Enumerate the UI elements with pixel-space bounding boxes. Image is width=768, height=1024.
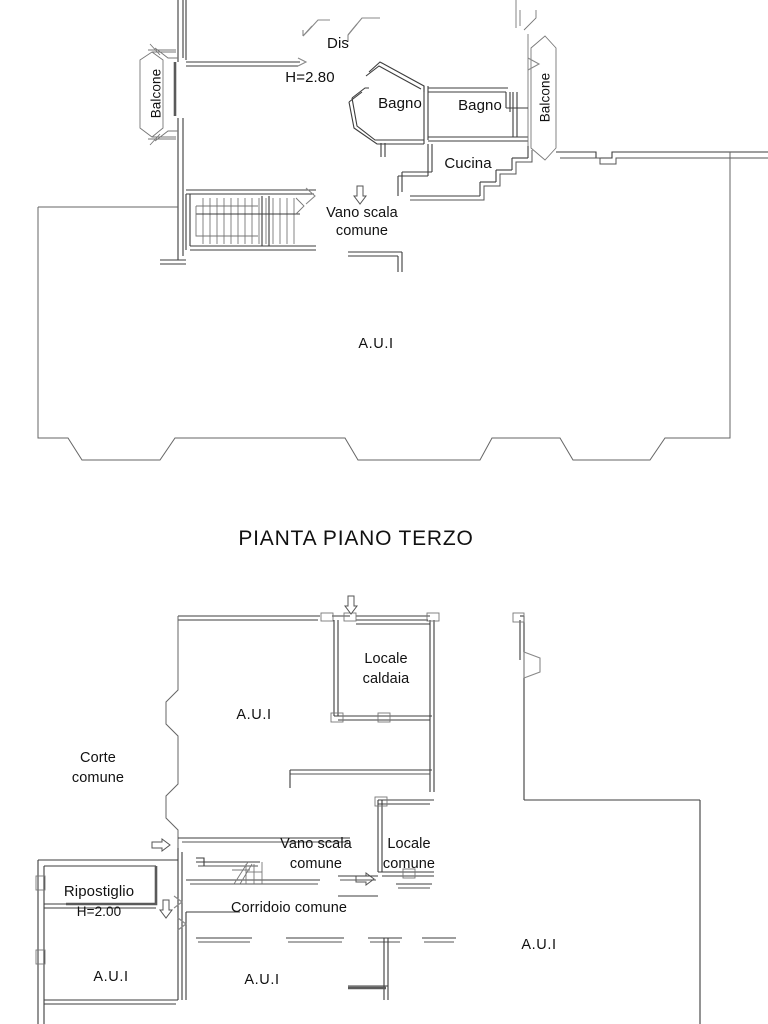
label-locale-comune-2: comune xyxy=(382,856,436,872)
label-dis: Dis xyxy=(327,35,349,52)
label-bagno-right: Bagno xyxy=(458,97,502,114)
upper-plan-geometry xyxy=(37,0,768,461)
label-locale-caldaia-1: Locale xyxy=(364,651,408,667)
label-aui-lower-right: A.U.I xyxy=(521,937,557,953)
label-height-280: H=2.80 xyxy=(285,69,335,86)
label-vano-scala-comune-upper-1: Vano scala xyxy=(326,205,398,221)
label-corte-comune-1: Corte xyxy=(80,750,116,766)
label-locale-comune-1: Locale xyxy=(387,836,431,852)
label-aui-lower-top: A.U.I xyxy=(236,707,272,723)
label-ripostiglio-height: H=2.00 xyxy=(76,904,122,919)
label-vano-scala-comune-lower-2: comune xyxy=(289,856,343,872)
label-aui-lower-mid: A.U.I xyxy=(244,972,280,988)
lower-plan-geometry xyxy=(35,595,701,1024)
label-vano-scala-comune-lower-1: Vano scala xyxy=(280,836,352,852)
label-balcone-left: Balcone xyxy=(148,68,164,119)
label-aui-lower-left: A.U.I xyxy=(93,969,129,985)
label-ripostiglio: Ripostiglio xyxy=(63,883,135,900)
label-vano-scala-comune-upper-2: comune xyxy=(335,223,389,239)
label-aui-upper: A.U.I xyxy=(358,336,394,352)
label-bagno-left: Bagno xyxy=(378,95,422,112)
label-balcone-right: Balcone xyxy=(537,72,553,123)
section-title: PIANTA PIANO TERZO xyxy=(238,527,474,550)
label-cucina: Cucina xyxy=(444,155,492,172)
label-locale-caldaia-2: caldaia xyxy=(362,671,410,687)
label-corridoio-comune: Corridoio comune xyxy=(230,900,348,916)
label-corte-comune-2: comune xyxy=(71,770,125,786)
